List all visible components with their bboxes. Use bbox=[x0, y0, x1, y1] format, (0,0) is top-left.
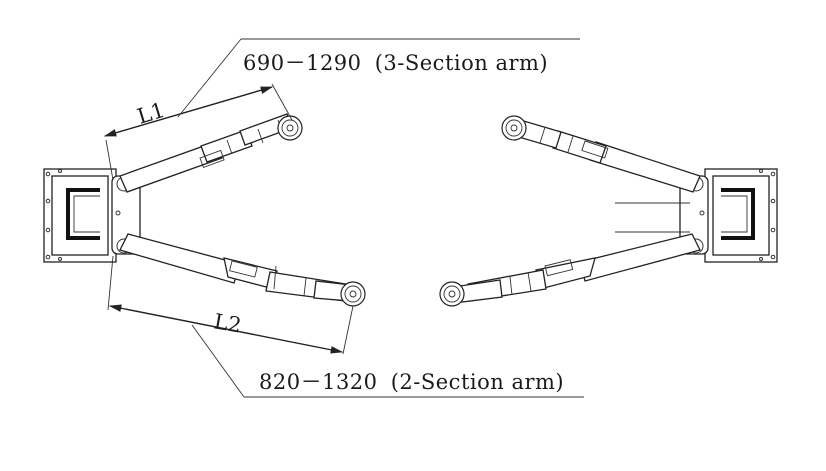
right-column-base bbox=[615, 168, 778, 263]
right-lower-pad bbox=[439, 281, 465, 307]
dimension-range-upper: 690－1290 bbox=[243, 51, 362, 75]
left-lower-pad bbox=[340, 281, 366, 307]
right-lower-arm bbox=[459, 233, 701, 303]
dimension-note-upper: (3-Section arm) bbox=[375, 51, 548, 75]
svg-text:820－1320 (2-Section arm): 820－1320 (2-Section arm) bbox=[259, 370, 564, 394]
dimension-range-lower: 820－1320 bbox=[259, 370, 378, 394]
left-upper-pad bbox=[277, 115, 303, 141]
left-lower-arm bbox=[119, 233, 352, 302]
right-upper-pad bbox=[501, 115, 527, 141]
dimension-label-l2: L2 bbox=[212, 309, 243, 337]
dimension-lower: L2 820－1320 (2-Section arm) bbox=[107, 255, 584, 398]
dimension-label-l1: L1 bbox=[134, 98, 167, 129]
right-upper-arm bbox=[511, 118, 701, 193]
svg-text:690－1290 (3-Section arm): 690－1290 (3-Section arm) bbox=[243, 51, 548, 75]
dimension-upper: L1 690－1290 (3-Section arm) bbox=[103, 38, 580, 181]
left-column-base bbox=[43, 168, 141, 263]
dimension-note-lower: (2-Section arm) bbox=[391, 370, 564, 394]
